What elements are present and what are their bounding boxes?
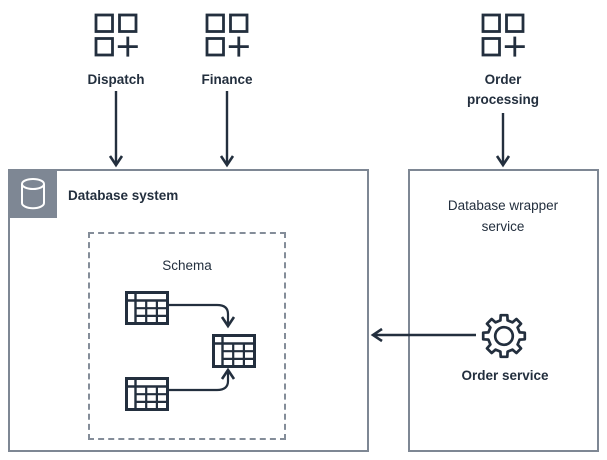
schema-group: Schema — [88, 232, 286, 440]
actor-dispatch: Dispatch — [71, 13, 161, 90]
table-icon — [212, 334, 256, 368]
squares-plus-icon — [481, 13, 525, 57]
actor-order-processing-label: Order processing — [466, 72, 540, 107]
database-wrapper-service-box: Database wrapper service Order service — [408, 169, 599, 452]
database-cylinder-icon — [20, 177, 45, 209]
database-wrapper-service-title: Database wrapper service — [447, 198, 559, 234]
database-icon-badge — [8, 169, 57, 218]
table-icon — [125, 377, 169, 411]
squares-plus-icon — [205, 13, 249, 57]
database-system-title: Database system — [68, 188, 179, 203]
actor-order-processing: Order processing — [458, 13, 548, 110]
actor-finance-label: Finance — [201, 72, 253, 87]
order-service-label: Order service — [461, 368, 549, 383]
actor-dispatch-label: Dispatch — [87, 72, 145, 87]
actor-finance: Finance — [182, 13, 272, 90]
table-icon — [125, 291, 169, 325]
database-system-box: Database system Schema — [8, 169, 369, 452]
gear-icon — [481, 313, 527, 359]
schema-label: Schema — [162, 258, 212, 273]
squares-plus-icon — [94, 13, 138, 57]
